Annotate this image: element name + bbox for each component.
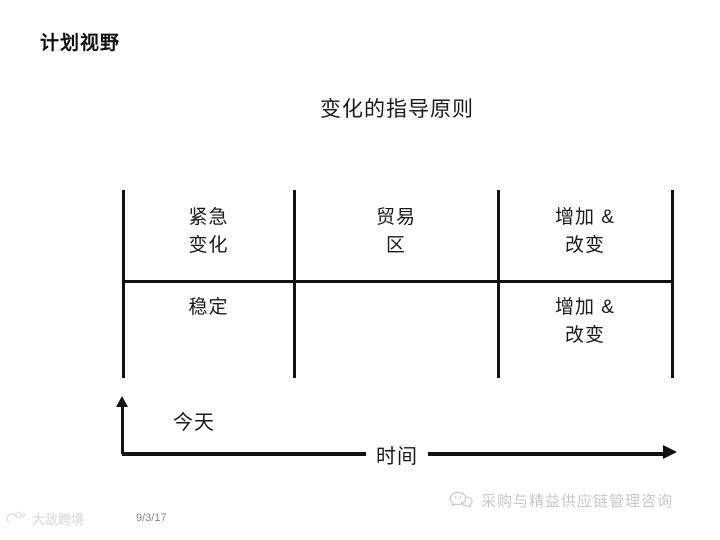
matrix-divider-1 <box>293 190 296 378</box>
arrow-up-icon <box>116 396 128 407</box>
slide-subtitle: 变化的指导原则 <box>320 98 474 121</box>
watermark-logo-icon <box>6 511 28 527</box>
planning-horizon-matrix: 紧急 变化 贸易 区 增加 & 改变 稳定 增加 & 改变 <box>122 190 674 378</box>
time-axis-label: 时间 <box>366 440 428 469</box>
matrix-divider-2 <box>497 190 500 378</box>
watermark-text: 大敌跨境 <box>32 512 85 527</box>
matrix-cell-urgent-change: 紧急 变化 <box>188 207 229 256</box>
matrix-row-divider <box>122 280 671 283</box>
page-title: 计划视野 <box>40 33 121 54</box>
wechat-icon <box>448 489 474 511</box>
slide-date: 9/3/17 <box>136 512 167 524</box>
today-axis-label: 今天 <box>173 412 215 434</box>
brand-text: 采购与精益供应链管理咨询 <box>481 492 674 510</box>
today-axis-line <box>121 404 124 454</box>
arrow-right-icon <box>663 445 677 459</box>
matrix-border-right <box>671 190 674 378</box>
matrix-cell-add-and-change-top: 增加 & 改变 <box>555 207 615 256</box>
matrix-cell-add-and-change-bottom: 增加 & 改变 <box>555 297 615 346</box>
matrix-cell-trade-zone: 贸易 区 <box>375 207 416 256</box>
watermark: 大敌跨境 <box>6 509 84 528</box>
brand-footer: 采购与精益供应链管理咨询 <box>448 489 673 511</box>
matrix-border-left <box>122 190 125 378</box>
matrix-cell-stable: 稳定 <box>188 297 229 318</box>
